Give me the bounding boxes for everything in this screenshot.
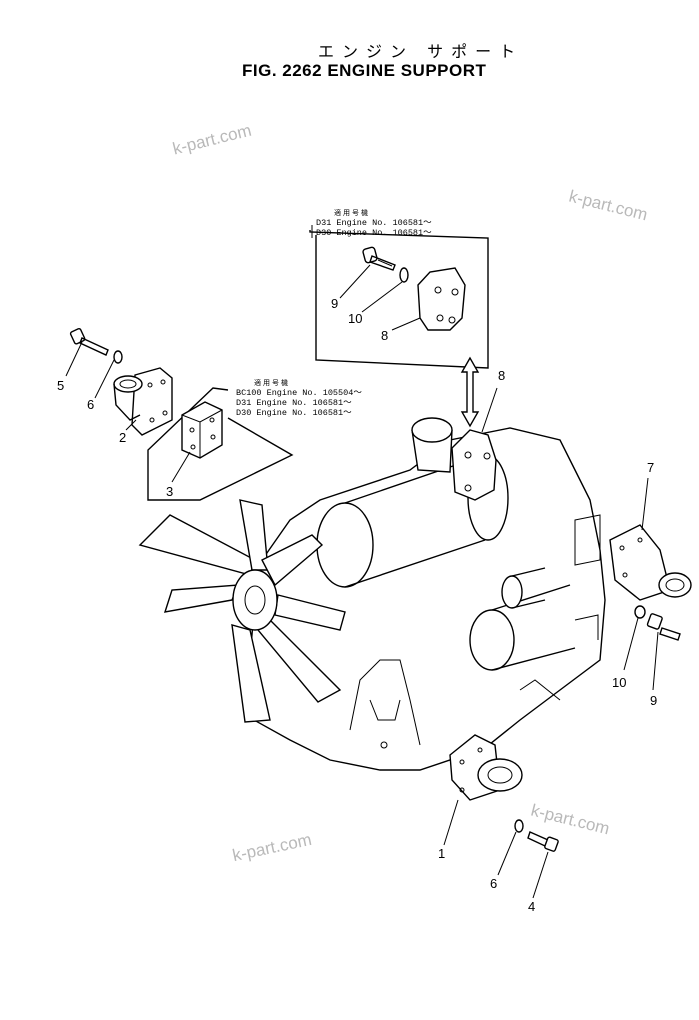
callout-10-top: 10 <box>348 311 363 326</box>
leader-1 <box>443 799 459 846</box>
callout-7: 7 <box>647 460 655 475</box>
japanese-title: エンジン サポート <box>318 42 524 61</box>
leader-6-left <box>94 359 115 399</box>
callout-2: 2 <box>119 430 127 445</box>
bottom-washer-6 <box>514 819 524 833</box>
leader-10-right <box>623 617 639 671</box>
top-applicability-note: 適用号機 D31 Engine No. 106581～ D30 Engine N… <box>316 208 432 238</box>
callout-3: 3 <box>166 484 174 499</box>
callout-8-top: 8 <box>381 328 389 343</box>
leader-3 <box>171 451 191 483</box>
top-detail-box <box>309 225 489 369</box>
left-note-line-3: D30 Engine No. 106581～ <box>236 408 352 418</box>
bracket-1 <box>449 734 523 801</box>
left-detail-box <box>147 387 294 501</box>
double-arrow <box>460 356 480 428</box>
right-washer-10 <box>634 605 646 619</box>
fan <box>138 499 346 723</box>
top-note-line-2: D30 Engine No. 106581～ <box>316 228 432 238</box>
left-washer-6 <box>113 350 123 364</box>
bottom-bolt-4 <box>527 831 559 852</box>
callout-6-left: 6 <box>87 397 95 412</box>
leader-9-right <box>652 631 659 691</box>
leader-4 <box>532 851 549 899</box>
detail-plate-8 <box>417 267 466 331</box>
callout-4: 4 <box>528 899 536 914</box>
leader-8-engine <box>481 387 498 433</box>
left-note-line-2: D31 Engine No. 106581～ <box>236 398 352 408</box>
leader-7 <box>641 477 649 531</box>
bracket-7 <box>609 524 692 601</box>
callout-9-top: 9 <box>331 296 339 311</box>
left-note-line-1: BC100 Engine No. 105504～ <box>236 388 362 398</box>
callout-8-engine: 8 <box>498 368 506 383</box>
bracket-2 <box>113 367 173 436</box>
left-applicability-note: 適用号機 BC100 Engine No. 105504～ D31 Engine… <box>236 378 362 418</box>
engine-block <box>244 417 606 771</box>
leader-2 <box>125 419 137 431</box>
callout-9-right: 9 <box>650 693 658 708</box>
figure-title: FIG. 2262 ENGINE SUPPORT <box>242 61 487 80</box>
leader-10-top <box>361 281 403 313</box>
callout-6-bottom: 6 <box>490 876 498 891</box>
callout-1: 1 <box>438 846 446 861</box>
detail-bolt-9 <box>362 246 396 271</box>
callout-10-right: 10 <box>612 675 627 690</box>
top-note-line-1: D31 Engine No. 106581～ <box>316 218 432 228</box>
leader-8-top <box>391 317 421 331</box>
left-note-header: 適用号機 <box>254 379 290 387</box>
leader-6-bottom <box>497 831 517 876</box>
left-bolt-5 <box>69 327 109 356</box>
top-note-header: 適用号機 <box>334 209 370 217</box>
detail-washer-10 <box>399 267 409 283</box>
right-bolt-9 <box>646 613 681 641</box>
leader-9-top <box>339 264 371 299</box>
leader-5 <box>65 341 83 377</box>
callout-5: 5 <box>57 378 65 393</box>
